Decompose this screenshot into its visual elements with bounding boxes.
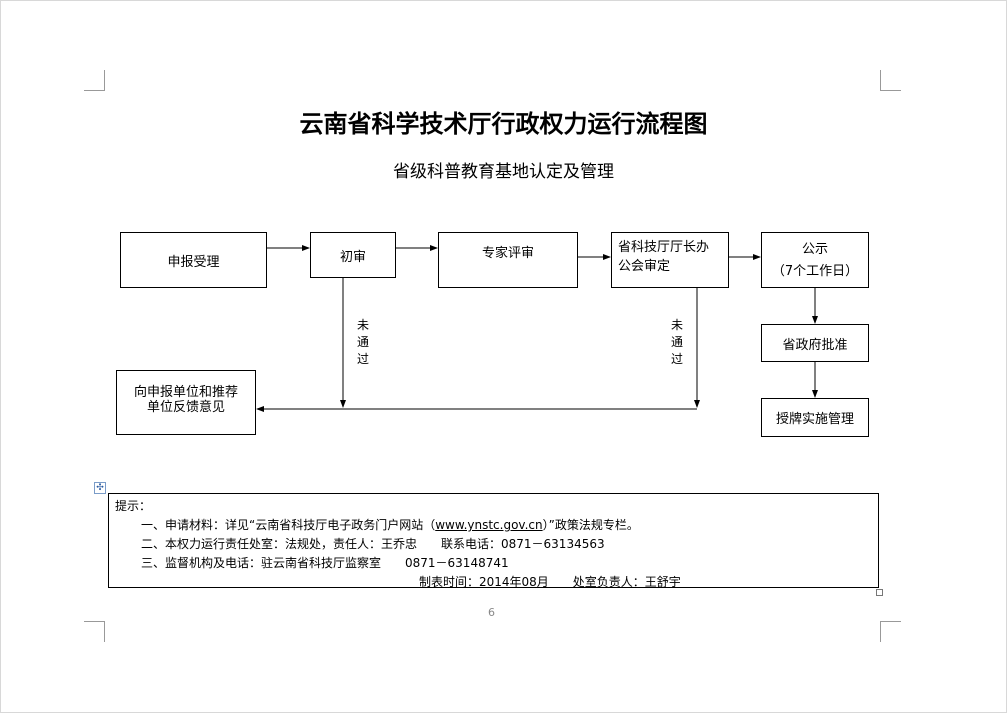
step-director-meeting: 省科技厅厅长办公会审定 xyxy=(611,232,729,288)
note-line: 三、监督机构及电话：驻云南省科技厅监察室 0871－63148741 xyxy=(141,556,509,570)
step-label: 向申报单位和推荐 xyxy=(133,385,238,400)
crop-mark xyxy=(880,621,901,642)
step-label: 公示 xyxy=(801,242,828,257)
fail-label: 未通过 xyxy=(356,318,369,366)
step-label: 公会审定 xyxy=(618,259,671,274)
table-resize-handle[interactable] xyxy=(876,589,883,596)
step-apply: 申报受理 xyxy=(120,232,267,288)
page-title: 云南省科学技术厅行政权力运行流程图 xyxy=(299,110,708,138)
crop-mark xyxy=(84,70,105,91)
step-label: 授牌实施管理 xyxy=(775,412,854,427)
table-move-handle-icon[interactable]: ✣ xyxy=(94,482,106,494)
page-subtitle: 省级科普教育基地认定及管理 xyxy=(393,162,614,182)
crop-mark xyxy=(84,621,105,642)
crop-mark xyxy=(880,70,901,91)
step-license: 授牌实施管理 xyxy=(761,398,869,437)
step-label: 省科技厅厅长办 xyxy=(618,240,710,255)
notes-heading: 提示： xyxy=(115,499,152,513)
note-text: ）”政策法规专栏。 xyxy=(542,518,639,532)
notes-box: 提示： 一、申请材料：详见“云南省科技厅电子政务门户网站（www.ynstc.g… xyxy=(108,493,879,589)
step-label: 单位反馈意见 xyxy=(146,400,225,415)
page-number: 6 xyxy=(488,606,495,619)
fail-label: 未通过 xyxy=(670,318,683,366)
step-expert: 专家评审 xyxy=(438,232,578,288)
step-approval: 省政府批准 xyxy=(761,324,869,362)
step-publicity: 公示 （7个工作日） xyxy=(761,232,869,288)
note-text: 一、申请材料：详见“云南省科技厅电子政务门户网站（ xyxy=(141,518,436,532)
step-feedback: 向申报单位和推荐单位反馈意见 xyxy=(116,370,256,435)
step-label: （7个工作日） xyxy=(771,264,859,279)
step-label: 省政府批准 xyxy=(782,337,848,353)
note-line: 一、申请材料：详见“云南省科技厅电子政务门户网站（www.ynstc.gov.c… xyxy=(115,516,872,535)
step-label: 专家评审 xyxy=(481,246,534,261)
note-line: 制表时间：2014年08月 处室负责人：王舒宇 xyxy=(419,575,681,589)
step-initial: 初审 xyxy=(310,232,396,278)
note-line: 二、本权力运行责任处室：法规处，责任人：王乔忠 联系电话：0871－631345… xyxy=(141,537,605,551)
step-label: 申报受理 xyxy=(167,254,220,270)
website-link[interactable]: www.ynstc.gov.cn xyxy=(435,518,543,532)
step-label: 初审 xyxy=(339,249,366,265)
